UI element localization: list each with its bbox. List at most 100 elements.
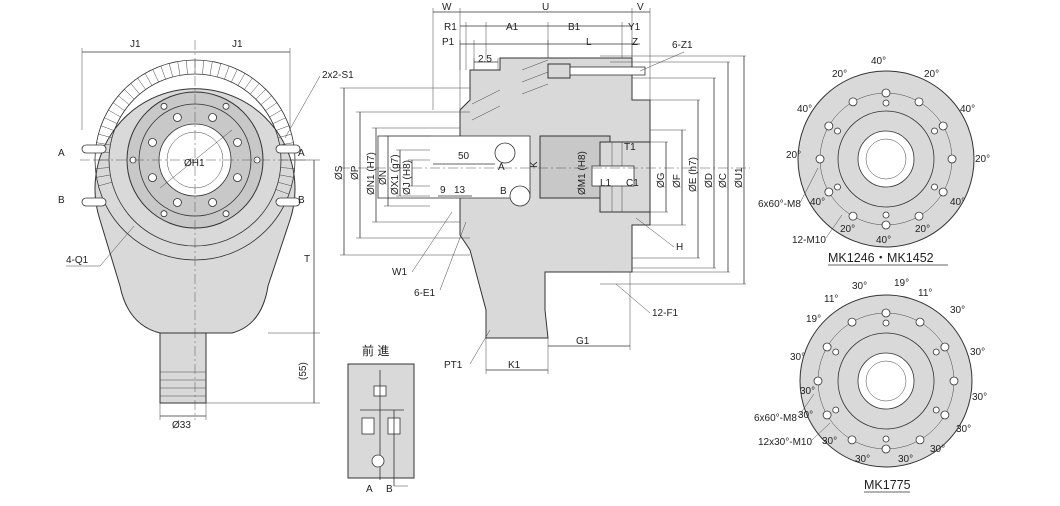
knurl-line — [98, 182, 112, 187]
angle-top-6: 20° — [975, 154, 990, 165]
knurl-line — [278, 133, 292, 138]
knurl-line — [244, 77, 253, 90]
front-view: J1 J1 A B A B 2x2-S1 ØH1 4-Q1 T (55) Ø33 — [58, 39, 354, 431]
dim-t1: T1 — [624, 142, 636, 153]
pattern-top-hole — [914, 97, 924, 107]
dim-50: 50 — [458, 151, 470, 162]
hydraulic-title: 前 進 — [362, 343, 389, 358]
bolt-holes — [129, 102, 261, 218]
callout-s1: 2x2-S1 — [322, 70, 354, 81]
section-view: ØS ØP ØN1 (H7) ØN ØX1 (g7) ØJ (H8) ØG ØF… — [334, 2, 750, 374]
knurl-line — [96, 142, 111, 146]
angle-bot-7: 30° — [970, 347, 985, 358]
pattern-top-hole — [947, 154, 957, 164]
front-outer-hole — [222, 102, 230, 110]
front-bolt-hole — [172, 198, 182, 207]
front-outer-hole — [160, 210, 168, 218]
hydraulic-port-a: A — [366, 484, 373, 495]
knurl-line — [186, 60, 188, 75]
bolt-pattern-bottom: 19° 30° 11° 19° 11° 30° 30° 30° 30° 30° … — [754, 278, 987, 493]
callout-pt1: PT1 — [444, 360, 463, 371]
pattern-bottom-hole — [822, 342, 832, 352]
dim-f: ØF — [672, 174, 683, 188]
port-a — [494, 142, 516, 164]
angle-bot-0: 19° — [894, 278, 909, 289]
angle-bot-9: 30° — [972, 392, 987, 403]
pattern-top-inner-hole — [834, 183, 841, 191]
angle-bot-13: 30° — [855, 454, 870, 465]
slot-a-right — [275, 144, 301, 154]
label-a-left: A — [58, 148, 65, 159]
slot-b-left — [81, 197, 107, 207]
dim-r1: R1 — [444, 22, 457, 33]
pattern-top-hole — [848, 97, 858, 107]
knurl-line — [168, 63, 173, 77]
pattern-bottom-inner-hole — [932, 406, 940, 414]
angle-top-4: 40° — [960, 104, 975, 115]
knurl-line — [280, 167, 295, 169]
knurl-line — [144, 73, 153, 86]
knurl-line — [279, 174, 294, 178]
angle-bot-6: 30° — [790, 352, 805, 363]
callout-e1: 6-E1 — [414, 288, 436, 299]
angle-top-1: 20° — [832, 69, 847, 80]
pattern-bottom-hole — [915, 317, 925, 327]
model-bottom: MK1775 — [864, 478, 911, 492]
knurl-line — [209, 61, 213, 76]
knurl-line — [98, 133, 112, 138]
knurl-line — [250, 83, 260, 95]
dim-g1: G1 — [576, 336, 590, 347]
callout-z1: 6-Z1 — [672, 40, 693, 51]
holes-top-m10: 12-M10 — [792, 235, 826, 246]
pattern-top-hole — [881, 88, 891, 98]
angle-top-11: 40° — [876, 235, 891, 246]
pattern-bottom-hole — [813, 376, 823, 386]
pattern-top-hole — [824, 121, 834, 131]
pattern-bottom-hole — [822, 410, 832, 420]
knurl-line — [275, 125, 290, 131]
pattern-bottom-hole — [881, 444, 891, 454]
knurl-line — [137, 77, 146, 90]
dim-55: (55) — [298, 362, 309, 380]
knurl-line — [217, 63, 222, 77]
knurl-line — [177, 61, 181, 76]
knurl-line — [96, 174, 111, 178]
front-bolt-hole — [233, 173, 242, 183]
angle-top-9: 20° — [840, 224, 855, 235]
angle-bot-11: 30° — [822, 436, 837, 447]
knurl-line — [202, 60, 204, 75]
knurl-line — [108, 109, 121, 118]
dim-k1: K1 — [508, 360, 521, 371]
callout-w1: W1 — [392, 267, 407, 278]
holes-bottom-m10: 12x30°-M10 — [758, 437, 812, 448]
pattern-top-hole — [824, 187, 834, 197]
knurl-line — [231, 69, 238, 83]
model-top: MK1246・MK1452 — [828, 251, 934, 265]
label-h1: ØH1 — [184, 158, 205, 169]
dim-u1: ØU1 — [734, 167, 745, 188]
dim-u: U — [542, 2, 549, 13]
knurl-line — [260, 95, 272, 105]
knurl-line — [160, 65, 166, 80]
slot-b-right — [275, 197, 301, 207]
angle-bot-12: 30° — [930, 444, 945, 455]
port-b — [509, 185, 531, 207]
dim-shaft: Ø33 — [172, 420, 191, 431]
pattern-top-hole — [881, 220, 891, 230]
knurl-line — [95, 167, 110, 169]
pattern-bottom-hole — [847, 435, 857, 445]
callout-q1: 4-Q1 — [66, 255, 89, 266]
angle-bot-2: 11° — [824, 294, 838, 305]
label-b-right: B — [298, 195, 305, 206]
angle-top-2: 20° — [924, 69, 939, 80]
pattern-bottom-hole — [940, 410, 950, 420]
knurl-line — [255, 89, 266, 100]
pattern-top-inner-hole — [834, 127, 841, 135]
angle-bot-4: 11° — [918, 288, 932, 299]
bolt-pattern-top: 40° 20° 20° 40° 40° 20° 20° 40° 40° 20° … — [758, 56, 990, 266]
knurl-line — [237, 73, 246, 86]
bolt-shank — [569, 66, 646, 76]
pattern-top-inner-hole — [931, 127, 938, 135]
dim-n1: ØN1 (H7) — [366, 152, 377, 195]
holes-top-m8: 6x60°-M8 — [758, 199, 801, 210]
